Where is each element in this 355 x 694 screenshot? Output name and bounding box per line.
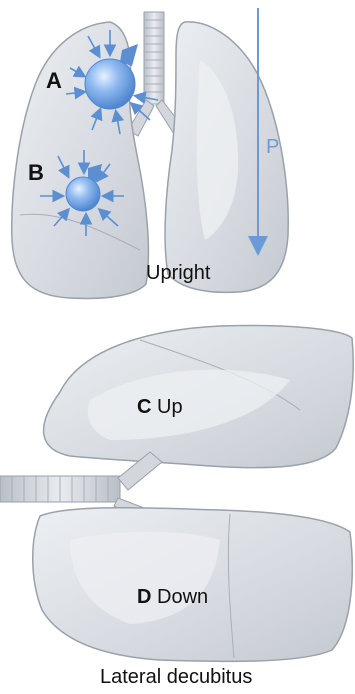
label-upright: Upright (146, 262, 210, 285)
label-c: C (137, 396, 151, 418)
label-p: P (266, 136, 279, 159)
lateral-lungs (0, 326, 353, 662)
trachea (144, 12, 164, 104)
label-d-down: D Down (137, 586, 208, 609)
label-lateral-decubitus: Lateral decubitus (100, 666, 252, 689)
label-c-up: C Up (137, 396, 183, 419)
label-b: B (28, 160, 44, 186)
label-d: D (137, 586, 151, 608)
label-a: A (46, 68, 62, 94)
label-up: Up (157, 396, 183, 418)
upright-lungs (12, 8, 288, 298)
label-down: Down (157, 586, 208, 608)
